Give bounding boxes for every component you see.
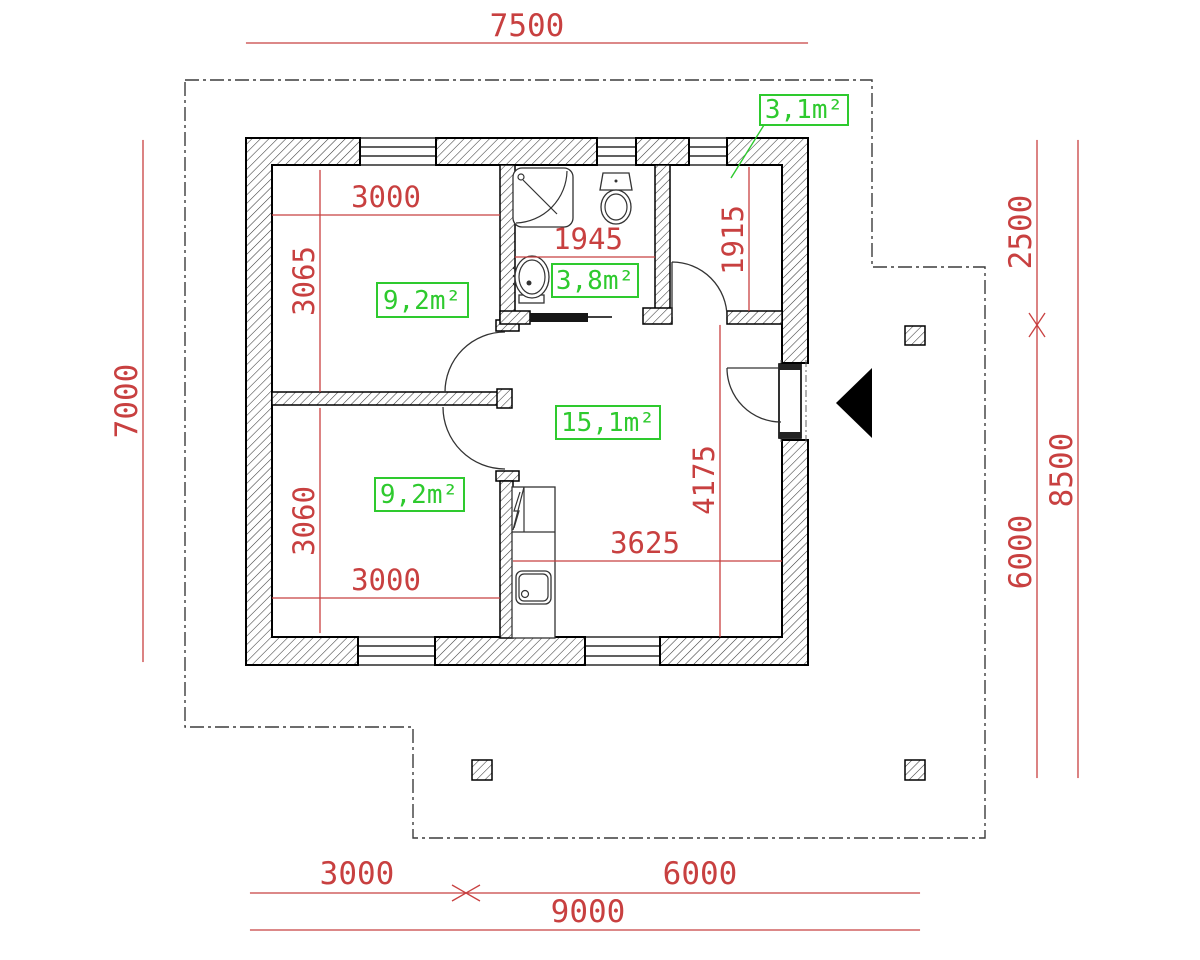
dim-bedroom-bottom-height: 3060 [287,408,321,633]
window-living [585,636,660,666]
door-swing-entrance [726,367,782,423]
wall-top-mid [435,137,598,166]
interior-walls [271,164,783,639]
dim-text: 2500 [1003,195,1039,270]
dim-text: 3065 [287,246,321,316]
dim-text: 1945 [553,222,623,256]
dim-bedroom-bottom-width: 3000 [272,563,500,598]
entrance-jamb [779,432,801,438]
area-text: 9,2m² [380,480,458,510]
door-swing-bedroom-bottom [442,406,506,470]
area-text: 15,1m² [561,408,655,438]
kitchen-unit [511,486,556,639]
wall-kitchen [499,480,514,639]
area-text: 9,2m² [383,286,461,316]
shower-tray [512,167,574,228]
dim-text: 6000 [1003,515,1039,590]
door-swing-hall [671,261,728,318]
washbasin [512,255,550,304]
area-labels: 3,1m² 3,8m² 15,1m² 9,2m² 9,2m² [374,94,849,512]
area-text: 3,1m² [765,95,843,125]
entrance-arrow-icon [836,368,872,438]
door-swing-bedroom-top [444,331,506,393]
area-label-bathroom: 3,8m² [551,263,639,298]
wall-end-cap [496,388,513,409]
porch-column [471,759,493,781]
dim-text: 8500 [1044,433,1080,508]
dim-bottom-right: 6000 [466,856,920,893]
sliding-door-leaf [530,313,588,322]
dim-bathroom-width: 1945 [515,222,655,257]
dim-text: 3625 [610,526,680,560]
dim-bedroom-top-width: 3000 [272,180,500,215]
dim-right-lower: 6000 [1003,325,1039,778]
wall-end-cap [495,470,520,482]
area-label-living: 15,1m² [555,405,661,440]
area-label-hall: 3,1m² [730,94,849,179]
fixtures [511,167,633,639]
dim-living-height: 4175 [687,325,721,637]
dim-bedroom-top-height: 3065 [287,170,321,392]
porch-columns [471,325,926,781]
dim-text: 3060 [287,486,321,556]
wall-top-right-mid [635,137,690,166]
dim-text: 7000 [109,364,145,439]
dim-text: 3000 [351,563,421,597]
wall-bottom-mid [434,636,586,666]
window-bedroom-bottom [358,636,435,666]
doors [442,261,872,470]
wall-end-cap [642,307,673,325]
wall-bathroom-bottom [499,310,531,325]
wall-bathroom-hall [654,164,671,312]
dim-left-height: 7000 [109,140,145,662]
area-label-bedroom-top: 9,2m² [376,282,469,318]
toilet [599,172,633,225]
entrance-door-frame [778,363,802,439]
dim-text: 7500 [490,8,565,44]
porch-column [904,759,926,781]
area-label-bedroom-bottom: 9,2m² [374,477,465,512]
dim-bottom-total: 9000 [250,894,920,930]
dim-text: 4175 [687,445,721,515]
wall-bedrooms-partition [271,391,501,406]
window-hall [689,137,727,166]
dim-hall-height: 1915 [716,167,750,311]
dim-text: 1915 [716,205,750,275]
dimensions: 7500 7000 2500 6000 8500 3000 [109,8,1080,930]
window-bathroom [597,137,636,166]
kitchen-sink [515,570,552,605]
windows [358,137,727,666]
dim-top-width: 7500 [246,8,808,44]
dim-text: 3000 [320,856,395,892]
entrance-jamb [779,364,801,370]
wall-hall-bottom [726,310,783,325]
electric-symbol-icon [513,491,521,529]
dim-right-total: 8500 [1044,140,1080,778]
porch-column [904,325,926,346]
window-bedroom-top [360,137,436,166]
dim-living-width: 3625 [513,526,782,561]
plot-boundary-line [184,79,986,839]
dim-text: 9000 [551,894,626,930]
area-text: 3,8m² [556,266,634,296]
dim-text: 3000 [351,180,421,214]
dim-text: 6000 [663,856,738,892]
